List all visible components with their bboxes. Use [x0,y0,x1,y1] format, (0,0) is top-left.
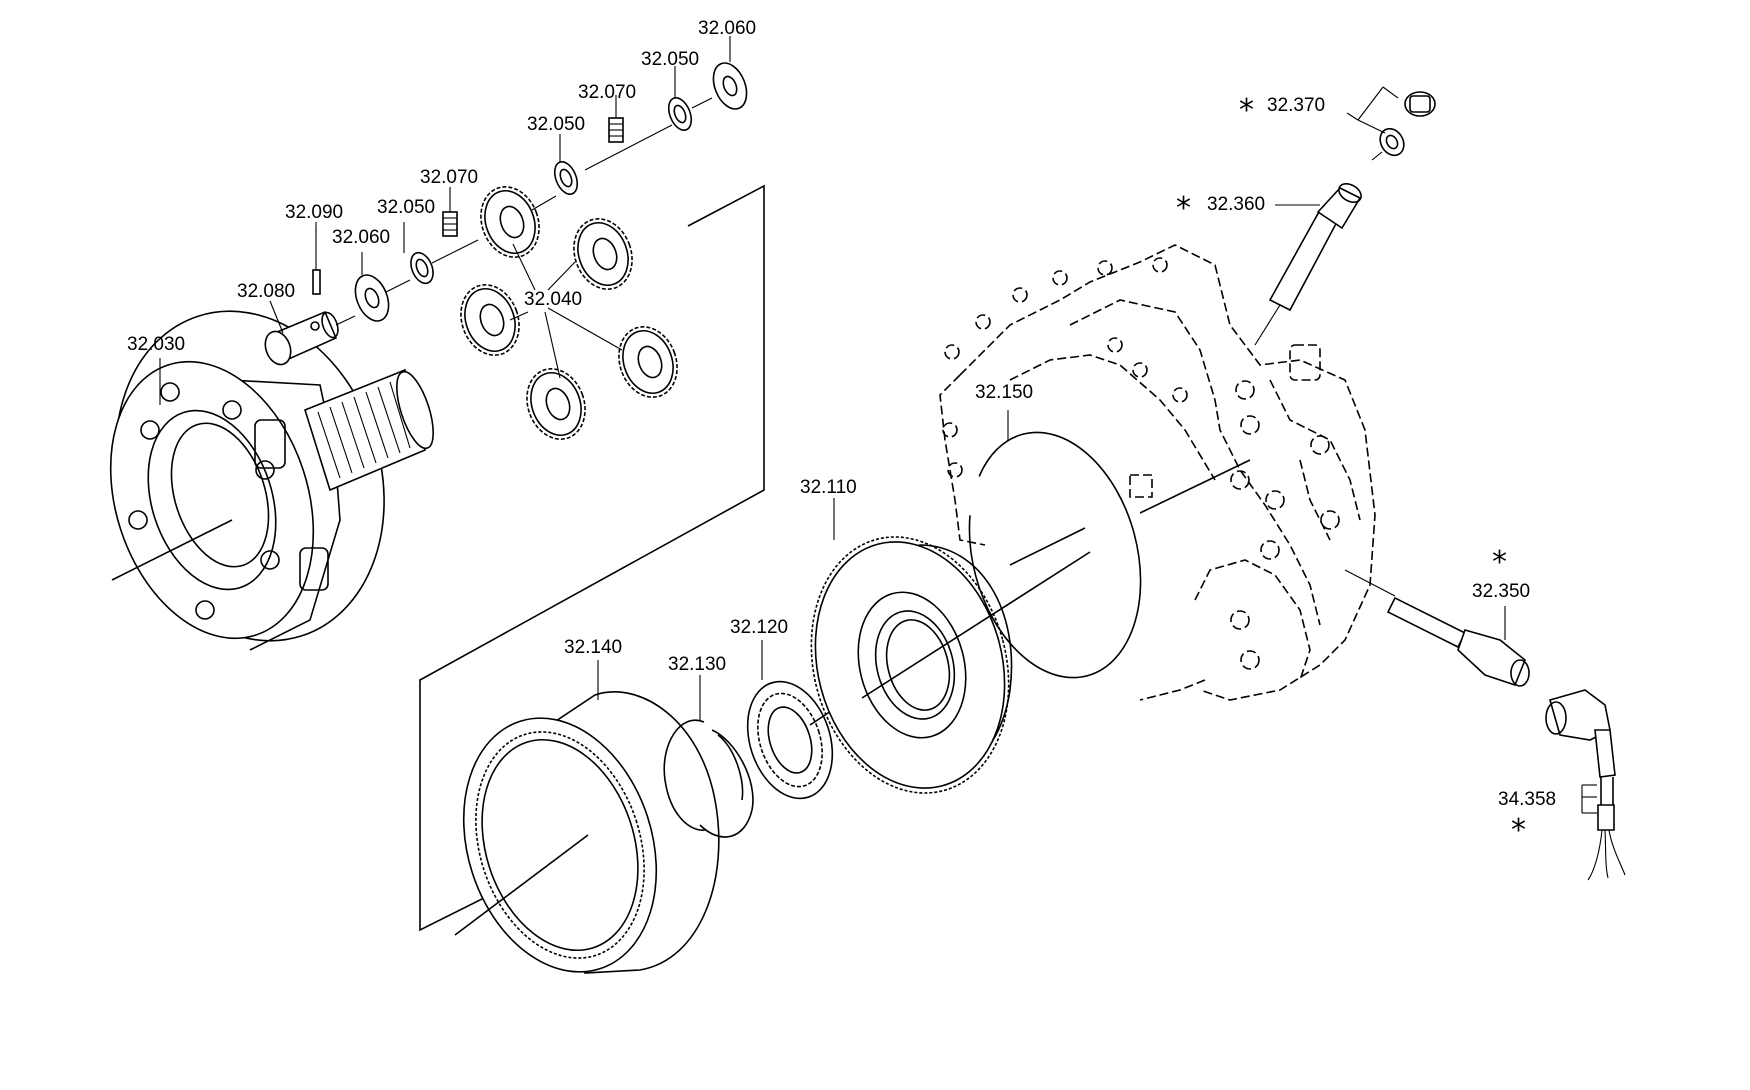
label-32150: 32.150 [975,382,1033,403]
pin-axis-line [385,279,411,293]
planet-gear-5 [526,368,586,440]
pin-axis-line [691,97,713,109]
planet-gear-4 [618,326,678,398]
snap-ring-32130 [663,719,754,838]
planet-carrier-32030 [109,310,434,651]
label-32070-left: 32.070 [420,167,478,188]
screw-plug-32370 [1371,91,1436,161]
roll-pin-32090 [312,230,321,295]
pin-axis-line [531,195,557,211]
thrust-washer-32060-left [354,274,390,322]
label-32370: 32.370 [1267,95,1325,116]
asterisk-32370: * [1239,93,1254,128]
label-32060-top: 32.060 [698,18,756,39]
asterisk-34358: * [1511,813,1526,848]
speed-sensor-32360 [1254,183,1362,346]
pin-axis-line [584,124,673,171]
label-32090: 32.090 [285,202,343,223]
pin-axis-line [335,315,356,326]
o-ring-32150 [968,431,1251,679]
label-32350: 32.350 [1472,581,1530,602]
asterisk-32350: * [1492,545,1507,580]
label-32060-left: 32.060 [332,227,390,248]
asterisk-32360: * [1176,191,1191,226]
connector-cable-34358 [1545,689,1626,881]
label-32080: 32.080 [237,281,295,302]
label-32050-left: 32.050 [377,197,435,218]
planet-pin-32080 [264,310,339,366]
needle-cage-32070-left [442,211,458,237]
label-32110: 32.110 [800,477,857,498]
leader-lines [159,36,1597,814]
shim-32050-mid [553,160,579,196]
shim-32050-right [667,96,693,132]
label-32130: 32.130 [668,654,726,675]
label-32360: 32.360 [1207,194,1265,215]
drive-gear-32110 [810,536,1091,794]
needle-cage-32070-right [608,117,624,143]
planet-gear-top [480,186,540,258]
label-32140: 32.140 [564,637,622,658]
label-32030: 32.030 [127,334,185,355]
label-32040: 32.040 [524,289,582,310]
speed-sensor-32350 [1344,569,1530,687]
shim-32050-left [410,251,434,285]
thrust-washer-32060-top [712,62,748,110]
transmission-housing [939,244,1376,701]
label-32070-right: 32.070 [578,82,636,103]
part-labels: 32.060 32.050 32.070 32.050 32.070 32.09… [127,18,1556,810]
planet-gear-2 [573,218,633,290]
ring-gear-32140 [454,691,720,974]
label-32120: 32.120 [730,617,788,638]
label-32050-right: 32.050 [641,49,699,70]
label-32050-mid: 32.050 [527,114,585,135]
label-34358: 34.358 [1498,789,1556,810]
pin-axis-line [431,239,479,264]
assembly-group-frame [419,184,765,932]
asterisk-markers: * * * * [1176,93,1526,848]
planet-gear-3 [460,284,520,356]
